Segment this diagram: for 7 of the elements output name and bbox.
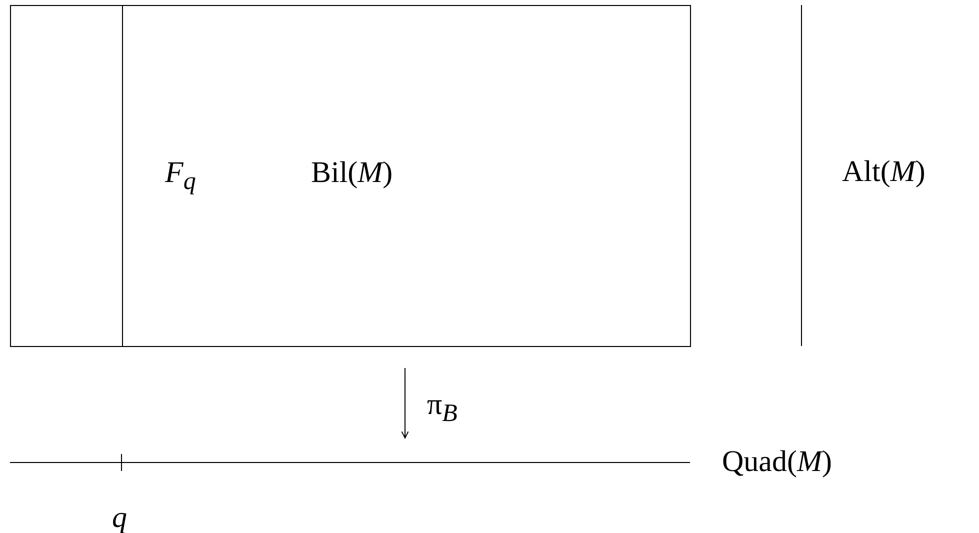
set-label: Bil(M) — [311, 158, 393, 188]
subspace-label: Alt(M) — [842, 157, 926, 187]
quotient-label: Quad(M) — [722, 447, 832, 477]
arrow — [401, 368, 409, 438]
fiber-label: F$_{q}$ — [165, 158, 196, 194]
set-rectangle — [10, 5, 691, 347]
edge-label: π$_{B}$ — [427, 390, 458, 426]
